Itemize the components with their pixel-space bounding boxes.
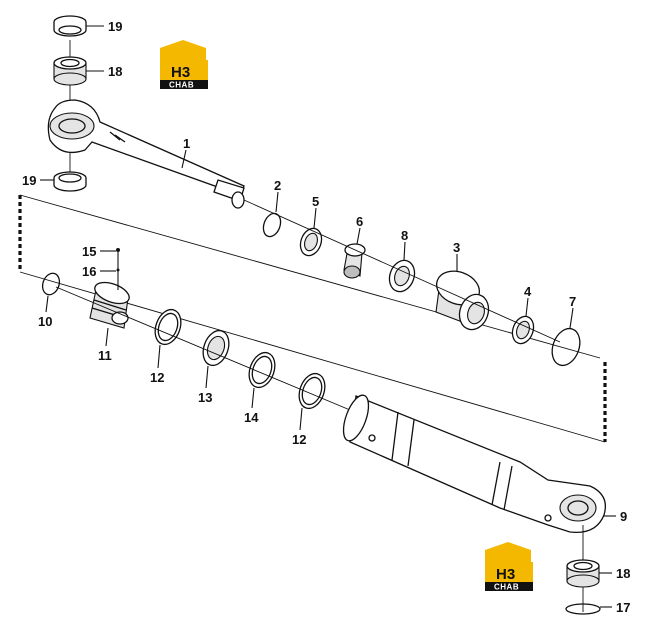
callout-18-top: 18 [108, 64, 122, 79]
part-13-seal [202, 329, 230, 367]
callout-7: 7 [569, 294, 576, 309]
part-2-o-ring [262, 212, 282, 238]
part-6-spacer [343, 243, 366, 279]
part-14-ring [248, 351, 276, 389]
part-10-o-ring [41, 272, 61, 296]
callout-12-second: 12 [292, 432, 306, 447]
logo-mark-bottom: H3 [496, 566, 515, 583]
logo-mark-top: H3 [171, 64, 190, 81]
callout-4: 4 [524, 284, 532, 299]
callout-19-bottom: 19 [22, 173, 36, 188]
callout-18-bottom: 18 [616, 566, 630, 581]
logo-subtitle-bottom: CHAB [494, 583, 519, 592]
part-11-piston [89, 281, 130, 329]
part-5-seal [299, 227, 323, 257]
callout-labels: 19 18 19 1 2 5 6 8 3 4 7 9 18 17 10 11 1… [22, 19, 630, 615]
callout-12-first: 12 [150, 370, 164, 385]
callout-17: 17 [616, 600, 630, 615]
callout-9: 9 [620, 509, 627, 524]
part-9-cylinder-barrel [342, 394, 607, 534]
callout-1: 1 [183, 136, 190, 151]
part-12-guide-ring-b [298, 372, 326, 410]
callout-6: 6 [356, 214, 363, 229]
leader-lines [40, 25, 616, 608]
part-1-piston-rod [47, 99, 245, 209]
callout-5: 5 [312, 194, 319, 209]
callout-19-top: 19 [108, 19, 122, 34]
part-15-16-pins [116, 248, 120, 290]
pin-stack-top [53, 15, 87, 192]
callout-14: 14 [244, 410, 259, 425]
part-7-o-ring [551, 327, 581, 367]
callout-2: 2 [274, 178, 281, 193]
callout-10: 10 [38, 314, 52, 329]
callout-11: 11 [98, 348, 112, 363]
callout-15: 15 [82, 244, 96, 259]
callout-3: 3 [453, 240, 460, 255]
callout-16: 16 [82, 264, 96, 279]
callout-8: 8 [401, 228, 408, 243]
brand-logo-top: H3 CHAB [160, 40, 208, 90]
brand-logo-bottom: H3 CHAB [485, 542, 533, 592]
part-3-gland [435, 270, 490, 331]
part-12-guide-ring-a [154, 308, 182, 346]
callout-13: 13 [198, 390, 212, 405]
logo-subtitle-top: CHAB [169, 81, 194, 90]
pin-stack-bottom [565, 525, 601, 615]
